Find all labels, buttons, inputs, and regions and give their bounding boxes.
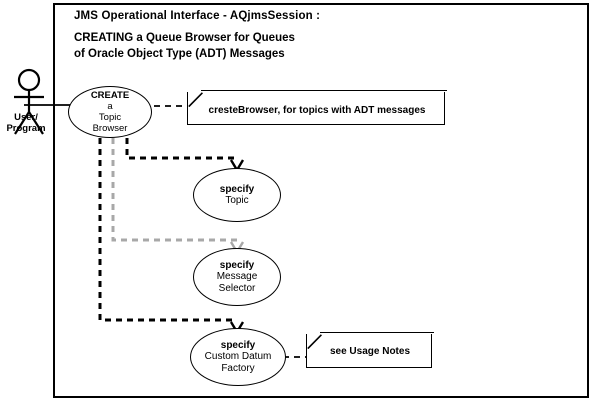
optional-link-selector <box>111 138 237 242</box>
usecase-factory-line-3: Factory <box>221 362 255 374</box>
title-line-1: JMS Operational Interface - AQjmsSession… <box>74 10 321 22</box>
usecase-specify-topic[interactable]: specify Topic <box>193 168 281 222</box>
usecase-factory-line-1: specify <box>220 339 256 351</box>
actor-label-line-1: User/ <box>14 112 38 123</box>
usecase-selector-line-1: specify <box>219 259 255 271</box>
note-usage-top-edge <box>320 332 435 346</box>
include-link-topic <box>125 138 237 160</box>
usecase-create-topic-browser[interactable]: CREATE a Topic Browser <box>68 86 152 138</box>
usecase-create-line-1: CREATE <box>90 89 130 101</box>
include-link-factory <box>98 138 237 322</box>
usecase-specify-custom-datum-factory[interactable]: specify Custom Datum Factory <box>190 328 286 386</box>
note-create-browser: cresteBrowser, for topics with ADT messa… <box>187 90 448 125</box>
usecase-create-line-4: Browser <box>92 123 128 135</box>
system-boundary-box <box>53 3 589 398</box>
note-usage-notes: see Usage Notes <box>306 332 435 368</box>
title-line-3: of Oracle Object Type (ADT) Messages <box>74 48 285 60</box>
usecase-factory-line-2: Custom Datum <box>204 351 272 363</box>
note-fold-corner-icon <box>188 92 203 107</box>
note-usage-text: see Usage Notes <box>329 346 411 357</box>
diagram-title: JMS Operational Interface - AQjmsSession… <box>74 8 404 62</box>
usecase-create-line-2: a <box>107 101 113 113</box>
usecase-topic-line-1: specify <box>219 183 255 195</box>
usecase-create-line-3: Topic <box>98 112 122 124</box>
note-fold-corner-icon <box>307 334 322 349</box>
note-create-text: cresteBrowser, for topics with ADT messa… <box>208 105 426 116</box>
note-create-top-edge <box>201 90 448 104</box>
usecase-specify-message-selector[interactable]: specify Message Selector <box>193 248 281 306</box>
usecase-selector-line-2: Message <box>216 271 258 283</box>
usecase-topic-line-2: Topic <box>225 195 249 206</box>
actor-label: User/ Program <box>0 112 52 134</box>
actor-label-line-2: Program <box>6 123 46 134</box>
actor-icon <box>14 68 44 135</box>
usecase-selector-line-3: Selector <box>218 282 256 294</box>
title-line-2: CREATING a Queue Browser for Queues <box>74 32 295 44</box>
